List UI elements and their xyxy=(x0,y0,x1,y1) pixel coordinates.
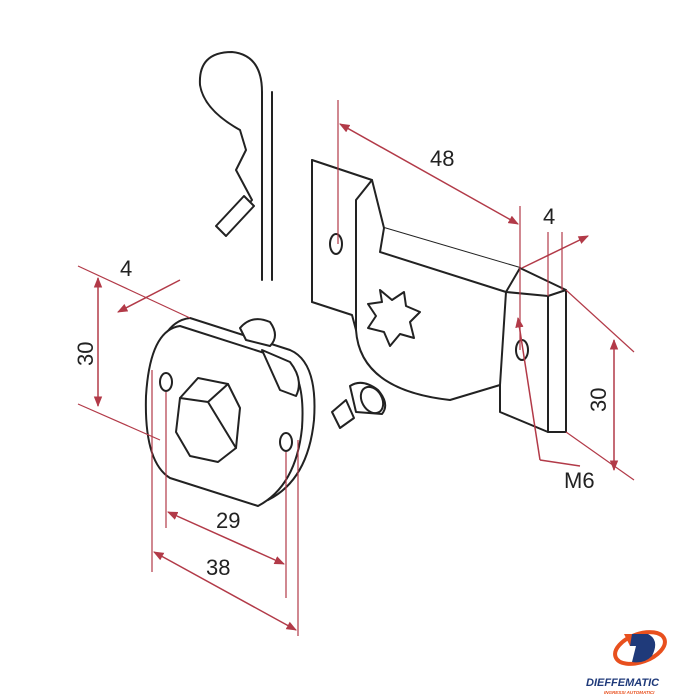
z-bracket xyxy=(311,159,567,433)
dim-38: 38 xyxy=(206,555,230,580)
dim-30-plate: 30 xyxy=(73,342,98,366)
dim-m6: M6 xyxy=(564,468,595,493)
screw xyxy=(331,381,387,429)
dim-48: 48 xyxy=(430,146,454,171)
oval-plate xyxy=(144,317,316,507)
dim-29: 29 xyxy=(216,508,240,533)
logo-name: DIEFFEMATIC xyxy=(586,677,660,689)
dim-4-bracket: 4 xyxy=(543,204,555,229)
logo-tagline: INGRESSI AUTOMATICI xyxy=(604,690,655,695)
dim-4-plate: 4 xyxy=(120,256,132,281)
dim-30-bracket: 30 xyxy=(586,388,611,412)
star-drive xyxy=(367,289,421,347)
dieffematic-logo: DIEFFEMATIC INGRESSI AUTOMATICI xyxy=(586,630,667,695)
dimension-lines xyxy=(77,100,635,636)
r-clip-pin xyxy=(198,51,273,281)
